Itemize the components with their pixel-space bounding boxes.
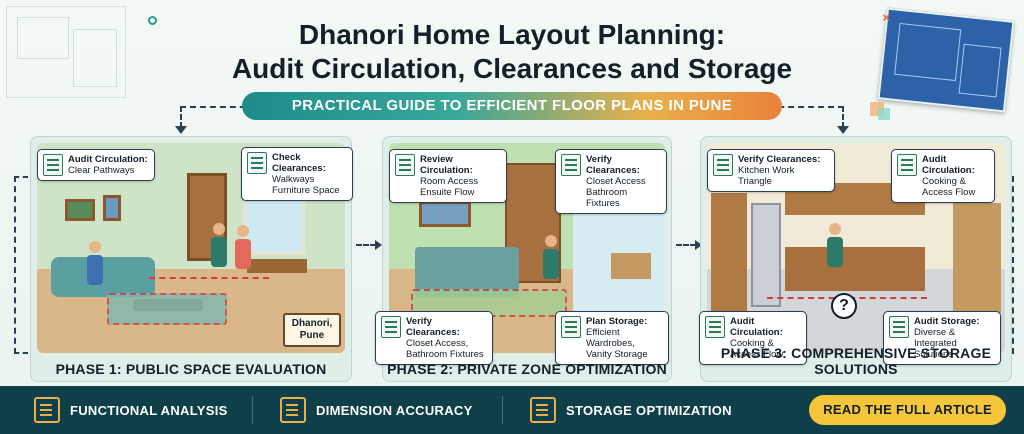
dining-table: [247, 259, 307, 273]
callout-audit-circulation: Audit Circulation: Cooking & Access Flow: [699, 311, 807, 365]
arrow-phase2-to-phase3: [676, 240, 702, 250]
arrow-phase1-to-phase2: [356, 240, 382, 250]
person: [209, 223, 229, 273]
phase2-panel: Review Circulation: Room Access Ensuite …: [375, 136, 672, 382]
callout-review-circulation: Review Circulation: Room Access Ensuite …: [389, 149, 507, 203]
storage-shelves: [953, 203, 1001, 313]
refrigerator: [751, 203, 781, 307]
sofa: [51, 257, 155, 297]
feature-storage-optimization: STORAGE OPTIMIZATION: [530, 386, 732, 434]
blueprint-ruler-icon: [280, 397, 306, 423]
circulation-path: [149, 277, 269, 279]
footer-bar: FUNCTIONAL ANALYSIS DIMENSION ACCURACY S…: [0, 386, 1024, 434]
wall-picture: [103, 195, 121, 221]
vanity: [611, 253, 651, 279]
callout-audit-storage: Audit Storage: Diverse & Integrated Solu…: [883, 311, 1001, 365]
checklist-icon: [395, 154, 415, 176]
phase3-panel: ? Verify Clearances: Kitchen Work Triang…: [699, 136, 1012, 382]
location-sign: Dhanori, Pune: [283, 313, 341, 347]
read-article-button[interactable]: READ THE FULL ARTICLE: [809, 395, 1006, 425]
phase2-label: PHASE 2: PRIVATE ZONE OPTIMIZATION: [387, 361, 667, 377]
callout-audit-circulation: Audit Circulation: Clear Pathways: [37, 149, 155, 181]
x-decoration: ×: [882, 10, 890, 25]
checklist-icon: [705, 316, 725, 338]
wall-picture: [419, 201, 471, 227]
page-title-line1: Dhanori Home Layout Planning:: [298, 19, 726, 50]
question-icon: ?: [831, 293, 857, 319]
divider: [502, 396, 503, 424]
person: [233, 225, 253, 275]
callout-verify-clearances: Verify Clearances: Kitchen Work Triangle: [707, 149, 835, 192]
checklist-icon: [561, 316, 581, 338]
callout-check-clearances: Check Clearances: Walkways Furniture Spa…: [241, 147, 353, 201]
person: [85, 241, 105, 291]
checklist-icon: [713, 154, 733, 176]
phase1-label: PHASE 1: PUBLIC SPACE EVALUATION: [55, 361, 327, 377]
bed: [415, 247, 519, 297]
flow-connector-left: [14, 176, 28, 354]
subtitle-banner: PRACTICAL GUIDE TO EFFICIENT FLOOR PLANS…: [242, 92, 782, 120]
blueprint-sketch-left: [6, 6, 126, 98]
checklist-icon: [561, 154, 581, 176]
wall-picture: [65, 199, 95, 221]
feature-dimension-accuracy: DIMENSION ACCURACY: [280, 386, 473, 434]
checklist-icon: [889, 316, 909, 338]
checklist-icon: [43, 154, 63, 176]
checklist-icon: [381, 316, 401, 338]
callout-verify-clearances: Verify Clearances: Closet Access, Bathro…: [375, 311, 493, 365]
divider: [252, 396, 253, 424]
square-decoration: [878, 108, 890, 120]
phase3-label: PHASE 3: COMPREHENSIVE STORAGE SOLUTIONS: [720, 345, 992, 377]
clipboard-icon: [34, 397, 60, 423]
phase1-panel: Audit Circulation: Clear Pathways Check …: [30, 136, 353, 382]
lower-cabinets: [785, 247, 925, 291]
page-title-line2: Audit Circulation, Clearances and Storag…: [231, 53, 793, 84]
person: [825, 223, 845, 273]
callout-verify-clearances: Verify Clearances: Closet Access Bathroo…: [555, 149, 667, 214]
living-room-illustration: [37, 143, 345, 353]
callout-audit-circulation: Audit Circulation: Cooking & Access Flow: [891, 149, 995, 203]
circle-decoration: [148, 16, 157, 25]
boxes-icon: [530, 397, 556, 423]
checklist-icon: [897, 154, 917, 176]
person: [541, 235, 561, 285]
blueprint-icon: [877, 7, 1015, 113]
pantry-cabinet: [711, 193, 747, 313]
feature-functional-analysis: FUNCTIONAL ANALYSIS: [34, 386, 228, 434]
callout-plan-storage: Plan Storage: Efficient Wardrobes, Vanit…: [555, 311, 669, 365]
ruler-icon: [247, 152, 267, 174]
rug-clearance: [107, 293, 227, 325]
